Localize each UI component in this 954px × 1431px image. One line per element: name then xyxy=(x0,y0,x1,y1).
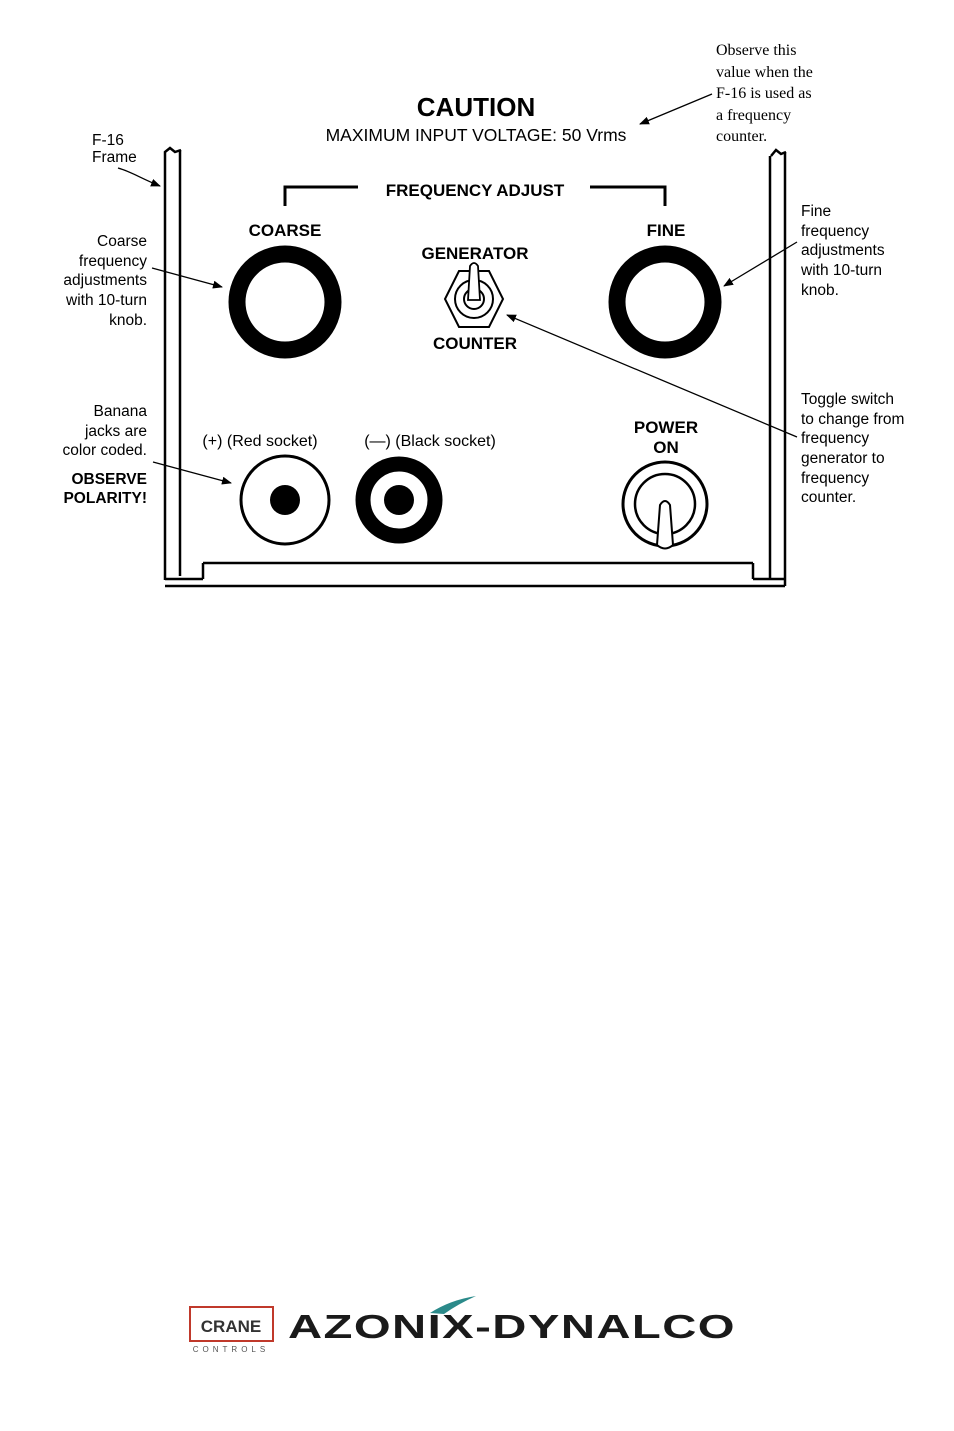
black-socket-label: (—) (Black socket) xyxy=(364,433,496,450)
coarse-note-1: Coarse xyxy=(97,233,147,250)
observe-line-5: counter. xyxy=(716,128,767,145)
frame-line-1: F-16 xyxy=(92,132,124,149)
crane-logo-subtext: CONTROLS xyxy=(193,1345,269,1354)
frequency-adjust-bracket-right xyxy=(590,185,667,206)
fine-note-2: frequency xyxy=(801,223,869,240)
coarse-note-5: knob. xyxy=(109,312,147,329)
frame-line-2: Frame xyxy=(92,149,137,166)
toggle-note-5: frequency xyxy=(801,470,869,487)
frame-callout: F-16 Frame xyxy=(92,132,137,166)
fine-knob[interactable] xyxy=(608,245,722,359)
frequency-adjust-bracket-left xyxy=(283,185,358,206)
fine-note-1: Fine xyxy=(801,203,831,220)
coarse-callout: Coarse frequency adjustments with 10-tur… xyxy=(63,233,147,329)
frequency-adjust-label: FREQUENCY ADJUST xyxy=(386,181,565,200)
crane-logo-text: CRANE xyxy=(201,1317,261,1336)
power-label-1: POWER xyxy=(634,418,698,437)
fine-label: FINE xyxy=(647,221,686,240)
observe-line-2: value when the xyxy=(716,64,813,81)
f16-frame xyxy=(163,146,787,588)
observe-arrow xyxy=(639,93,713,125)
azonix-dynalco-logo: AZONIX-DYNALCO xyxy=(288,1296,736,1345)
coarse-label: COARSE xyxy=(249,221,322,240)
coarse-arrow xyxy=(151,267,223,289)
observe-line-3: F-16 is used as xyxy=(716,85,812,102)
banana-note-3: color coded. xyxy=(63,442,147,459)
fine-note-5: knob. xyxy=(801,282,839,299)
fine-note-4: with 10-turn xyxy=(800,262,882,279)
caution-subtitle: MAXIMUM INPUT VOLTAGE: 50 Vrms xyxy=(326,125,627,145)
banana-arrow xyxy=(152,461,232,485)
red-socket-label: (+) (Red socket) xyxy=(202,433,317,450)
coarse-note-3: adjustments xyxy=(63,272,147,289)
banana-callout: Banana jacks are color coded. OBSERVE PO… xyxy=(63,403,148,507)
toggle-note-1: Toggle switch xyxy=(801,391,894,408)
coarse-knob[interactable] xyxy=(228,245,342,359)
observe-line-1: Observe this xyxy=(716,42,796,59)
toggle-note-2: to change from xyxy=(801,411,904,428)
azonix-logo-text: AZONIX-DYNALCO xyxy=(288,1308,736,1345)
fine-arrow xyxy=(723,241,798,287)
toggle-arrow xyxy=(506,314,798,438)
coarse-note-2: frequency xyxy=(79,253,147,270)
red-banana-jack[interactable] xyxy=(239,454,331,546)
caution-title: CAUTION xyxy=(417,92,535,122)
toggle-note-3: frequency xyxy=(801,430,869,447)
counter-label: COUNTER xyxy=(433,334,517,353)
polarity-note-1: OBSERVE xyxy=(71,471,147,488)
power-switch[interactable] xyxy=(621,460,709,550)
crane-controls-logo: CRANE CONTROLS xyxy=(189,1306,274,1354)
power-label-2: ON xyxy=(653,438,679,457)
polarity-note-2: POLARITY! xyxy=(63,490,147,507)
toggle-note-4: generator to xyxy=(801,450,885,467)
toggle-callout: Toggle switch to change from frequency g… xyxy=(801,391,904,506)
coarse-note-4: with 10-turn xyxy=(65,292,147,309)
fine-callout: Fine frequency adjustments with 10-turn … xyxy=(800,203,885,299)
banana-note-1: Banana xyxy=(94,403,148,420)
toggle-note-6: counter. xyxy=(801,489,856,506)
banana-note-2: jacks are xyxy=(84,423,147,440)
generator-label: GENERATOR xyxy=(421,244,528,263)
fine-note-3: adjustments xyxy=(801,242,885,259)
black-banana-jack[interactable] xyxy=(355,456,443,544)
mode-toggle-switch[interactable] xyxy=(443,262,505,328)
observe-callout: Observe this value when the F-16 is used… xyxy=(716,42,813,145)
observe-line-4: a frequency xyxy=(716,107,791,124)
frame-arrow xyxy=(117,167,161,187)
